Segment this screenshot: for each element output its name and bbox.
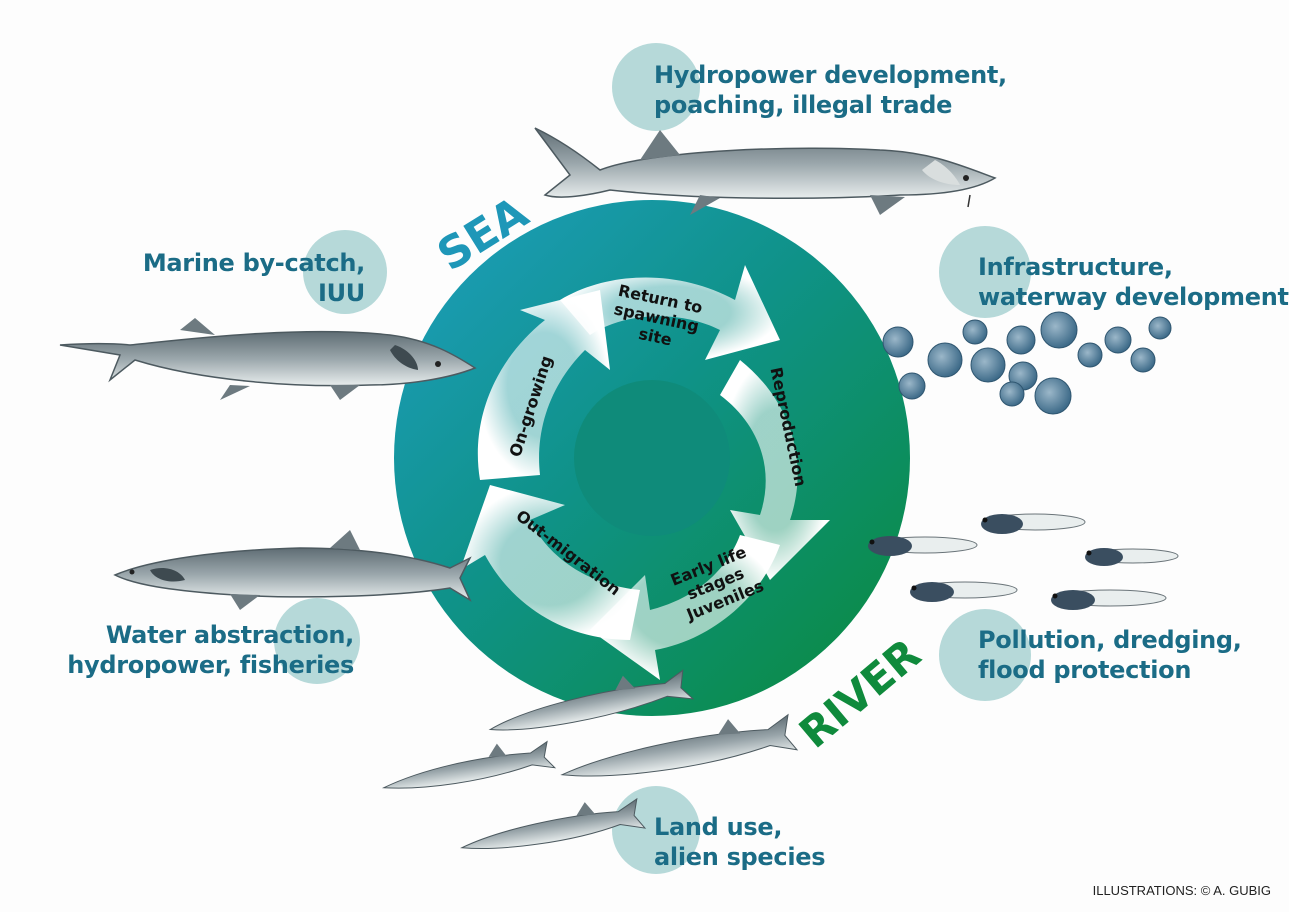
bubble-pollution	[939, 609, 1031, 701]
cycle-arrows	[460, 265, 830, 680]
sturgeon-left-bottom	[113, 530, 472, 610]
threat-infrastructure: Infrastructure, waterway development	[978, 252, 1289, 312]
ring-inner	[574, 380, 730, 536]
bubble-hydropower	[612, 43, 700, 131]
threat-line: alien species	[654, 843, 826, 871]
sturgeon-top	[534, 127, 997, 215]
larvae-group	[868, 513, 1179, 610]
threat-land-use: Land use, alien species	[654, 812, 826, 872]
threat-line: Infrastructure,	[978, 253, 1173, 281]
threat-pollution: Pollution, dredging, flood protection	[978, 625, 1242, 685]
threat-line: Hydropower development,	[654, 61, 1007, 89]
arrow-outmigration	[460, 485, 640, 640]
arrow-ongrowing	[477, 290, 610, 480]
juvenile-sturgeons	[381, 669, 799, 849]
threat-line: Land use,	[654, 813, 783, 841]
bubble-water	[274, 598, 360, 684]
egg-cluster	[882, 311, 1172, 415]
threat-bubbles	[274, 43, 1031, 874]
threat-line: Marine by-catch,	[142, 249, 365, 277]
arrow-return	[560, 265, 780, 360]
threat-line: IUU	[317, 279, 365, 307]
threat-water-abstraction: Water abstraction, hydropower, fisheries	[60, 620, 354, 680]
threat-hydropower-poaching: Hydropower development, poaching, illega…	[654, 60, 1007, 120]
arrow-reproduction	[720, 360, 830, 580]
threat-line: Water abstraction,	[105, 621, 354, 649]
threat-line: flood protection	[978, 656, 1192, 684]
threat-line: poaching, illegal trade	[654, 91, 953, 119]
threat-marine-bycatch: Marine by-catch, IUU	[130, 248, 365, 308]
arrow-early	[590, 535, 780, 680]
threat-line: waterway development	[978, 283, 1289, 311]
threat-line: Pollution, dredging,	[978, 626, 1242, 654]
bubble-marine	[303, 230, 387, 314]
threat-line: hydropower, fisheries	[67, 651, 354, 679]
bubble-infrastructure	[939, 226, 1031, 318]
illustration-credit: ILLUSTRATIONS: © A. GUBIG	[1092, 883, 1271, 898]
sturgeon-left-top	[59, 318, 477, 400]
